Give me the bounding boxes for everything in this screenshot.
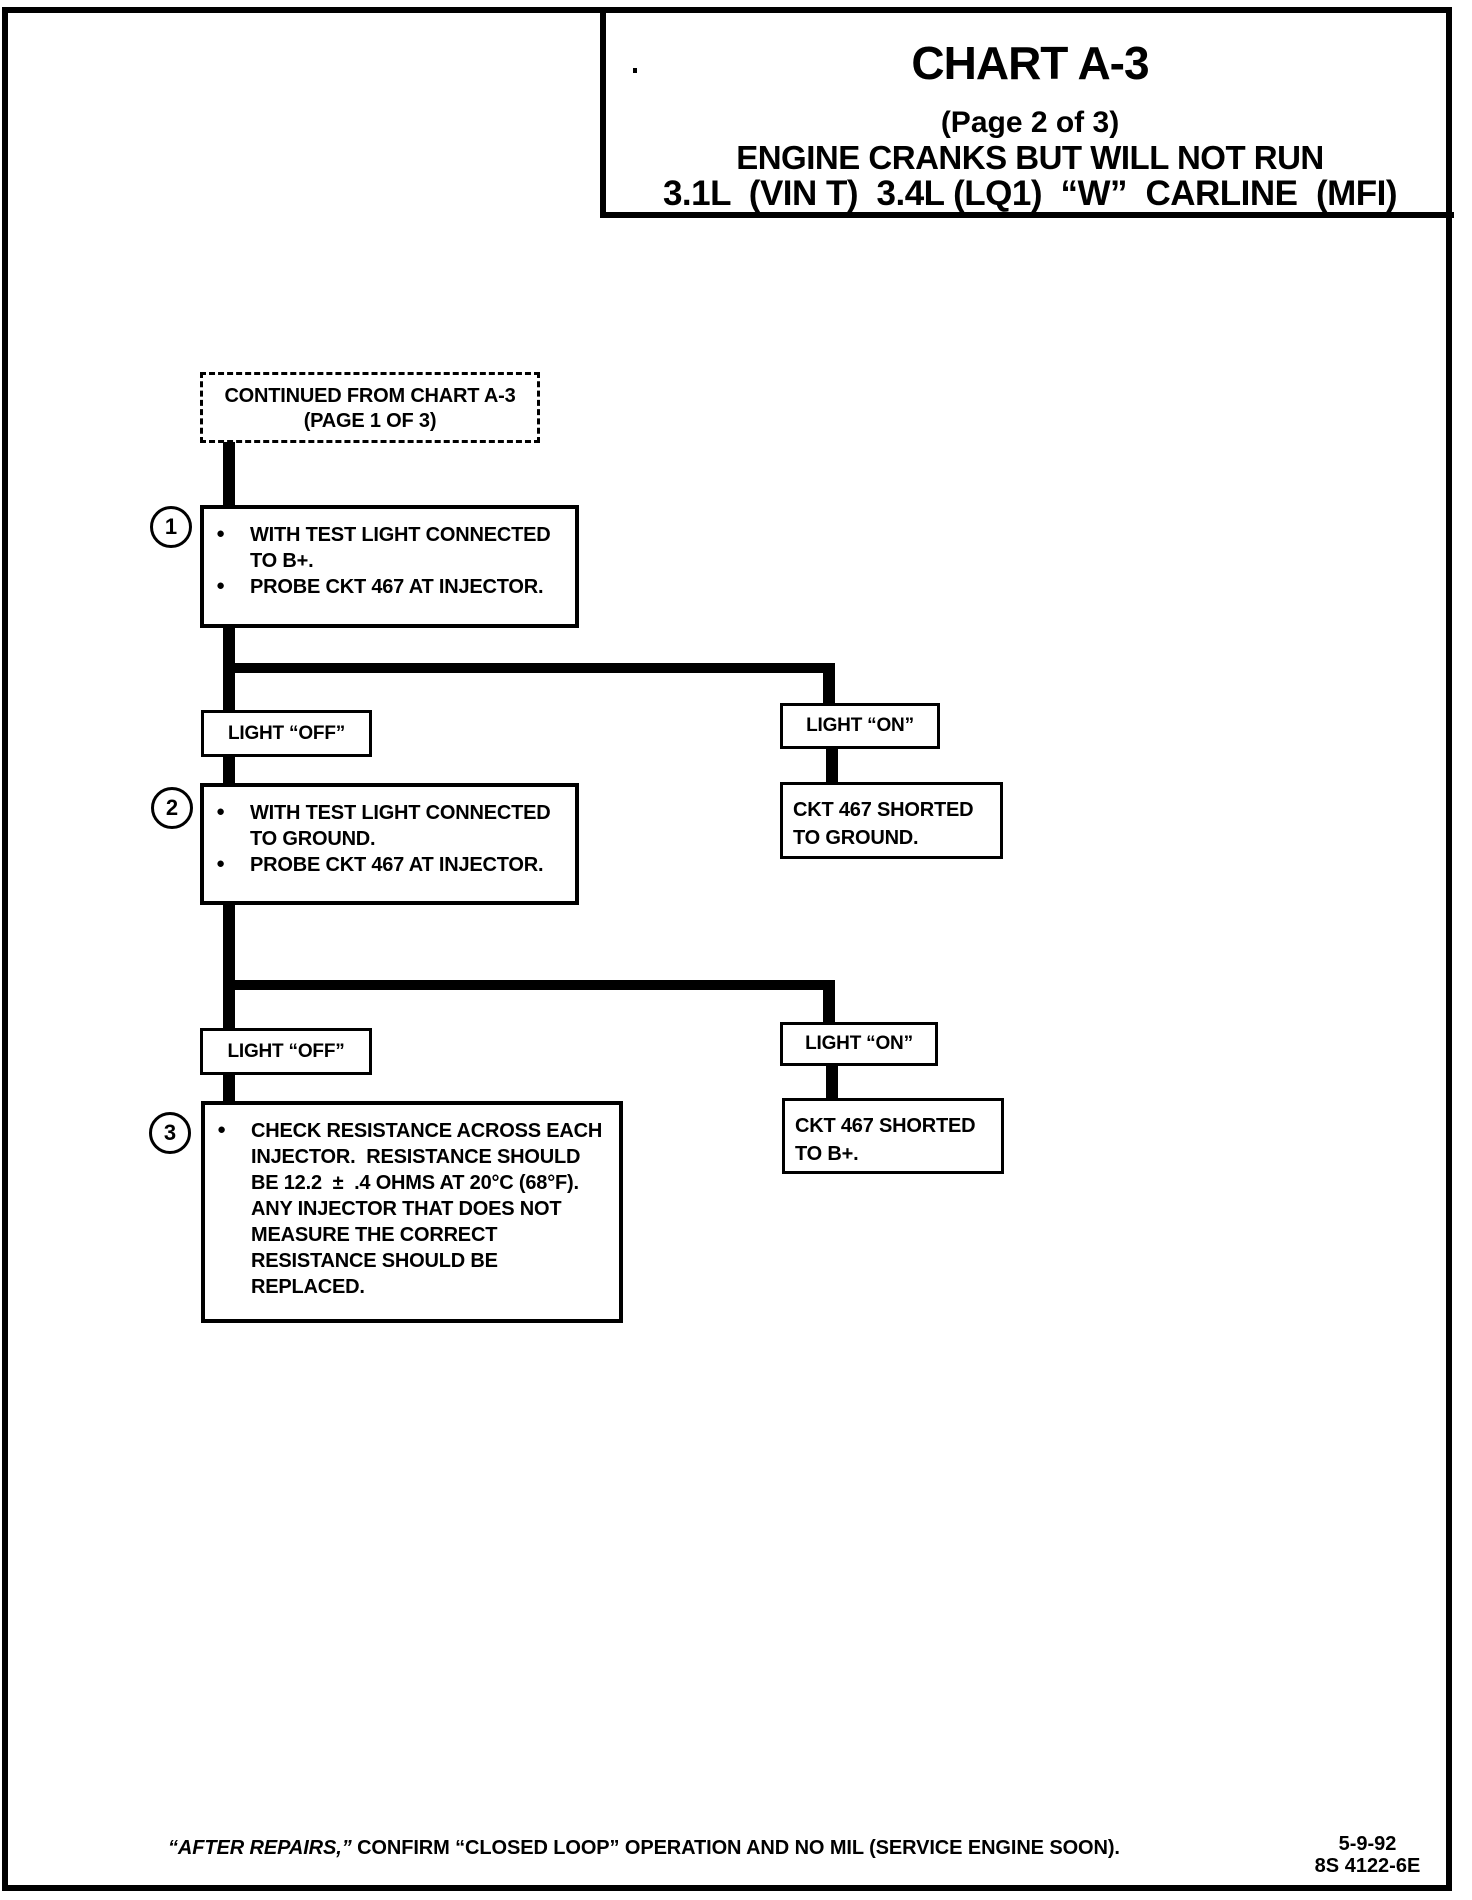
branch-line-1 [223,663,835,673]
connector-line [223,756,235,784]
step1-item2-text: PROBE CKT 467 AT INJECTOR. [250,576,544,598]
bullet-icon: ● [216,525,226,542]
step-box-2: ● WITH TEST LIGHT CONNECTED TO GROUND. ●… [200,783,579,905]
step2-item2-text: PROBE CKT 467 AT INJECTOR. [250,854,544,876]
step2-item1-text: WITH TEST LIGHT CONNECTED TO GROUND. [250,802,551,850]
connector-line [826,1065,838,1099]
step-box-3: ● CHECK RESISTANCE ACROSS EACH INJECTOR.… [201,1101,623,1323]
step-number-3: 3 [149,1112,191,1154]
revision-date: 5-9-92 [1338,1833,1397,1855]
connector-line [223,1075,235,1102]
light-off-label-2: LIGHT “OFF” [200,1028,372,1075]
light-off-label-1: LIGHT “OFF” [201,710,372,757]
after-repairs-rest: CONFIRM “CLOSED LOOP” OPERATION AND NO M… [351,1837,1120,1859]
continued-from-box: CONTINUED FROM CHART A-3 (PAGE 1 OF 3) [200,372,540,443]
bullet-icon: ● [216,855,226,872]
connector-line [826,748,838,783]
step3-item1-text: CHECK RESISTANCE ACROSS EACH INJECTOR. R… [251,1120,603,1298]
bullet-icon: ● [217,1121,227,1138]
chart-subtitle: ENGINE CRANKS BUT WILL NOT RUN [736,139,1324,176]
document-code-block: 5-9-92 8S 4122-6E [1290,1833,1445,1877]
document-number: 8S 4122-6E [1314,1855,1421,1877]
page-border [2,7,1452,1891]
engine-application-line: 3.1L (VIN T) 3.4L (LQ1) “W” CARLINE (MFI… [662,174,1398,213]
title-block: CHART A-3 (Page 2 of 3) ENGINE CRANKS BU… [600,10,1454,218]
connector-line [823,663,835,705]
branch-line-2 [223,980,835,990]
bullet-icon: ● [216,577,226,594]
connector-line [223,442,235,506]
after-repairs-note: “AFTER REPAIRS,” CONFIRM “CLOSED LOOP” O… [168,1837,1120,1860]
connector-line [823,980,835,1023]
connector-line [223,904,235,1030]
light-on-label-1: LIGHT “ON” [780,703,940,749]
page-indicator: (Page 2 of 3) [940,106,1120,139]
step2-item-1: ● WITH TEST LIGHT CONNECTED TO GROUND. [216,800,567,852]
step1-item1-text: WITH TEST LIGHT CONNECTED TO B+. [250,524,551,572]
light-on-label-2: LIGHT “ON” [780,1022,938,1066]
after-repairs-lead: “AFTER REPAIRS,” [168,1837,352,1859]
step2-item-2: ● PROBE CKT 467 AT INJECTOR. [216,852,567,878]
step-number-2: 2 [151,787,193,829]
step1-item-1: ● WITH TEST LIGHT CONNECTED TO B+. [216,522,567,574]
bullet-icon: ● [216,803,226,820]
step-number-1: 1 [150,506,192,548]
chart-title: CHART A-3 [911,37,1149,89]
scan-artifact-dot [633,68,637,73]
result-shorted-to-ground: CKT 467 SHORTED TO GROUND. [780,782,1003,859]
result-shorted-to-bplus: CKT 467 SHORTED TO B+. [782,1098,1004,1174]
step3-item-1: ● CHECK RESISTANCE ACROSS EACH INJECTOR.… [217,1118,611,1300]
step-box-1: ● WITH TEST LIGHT CONNECTED TO B+. ● PRO… [200,505,579,628]
step1-item-2: ● PROBE CKT 467 AT INJECTOR. [216,574,567,600]
